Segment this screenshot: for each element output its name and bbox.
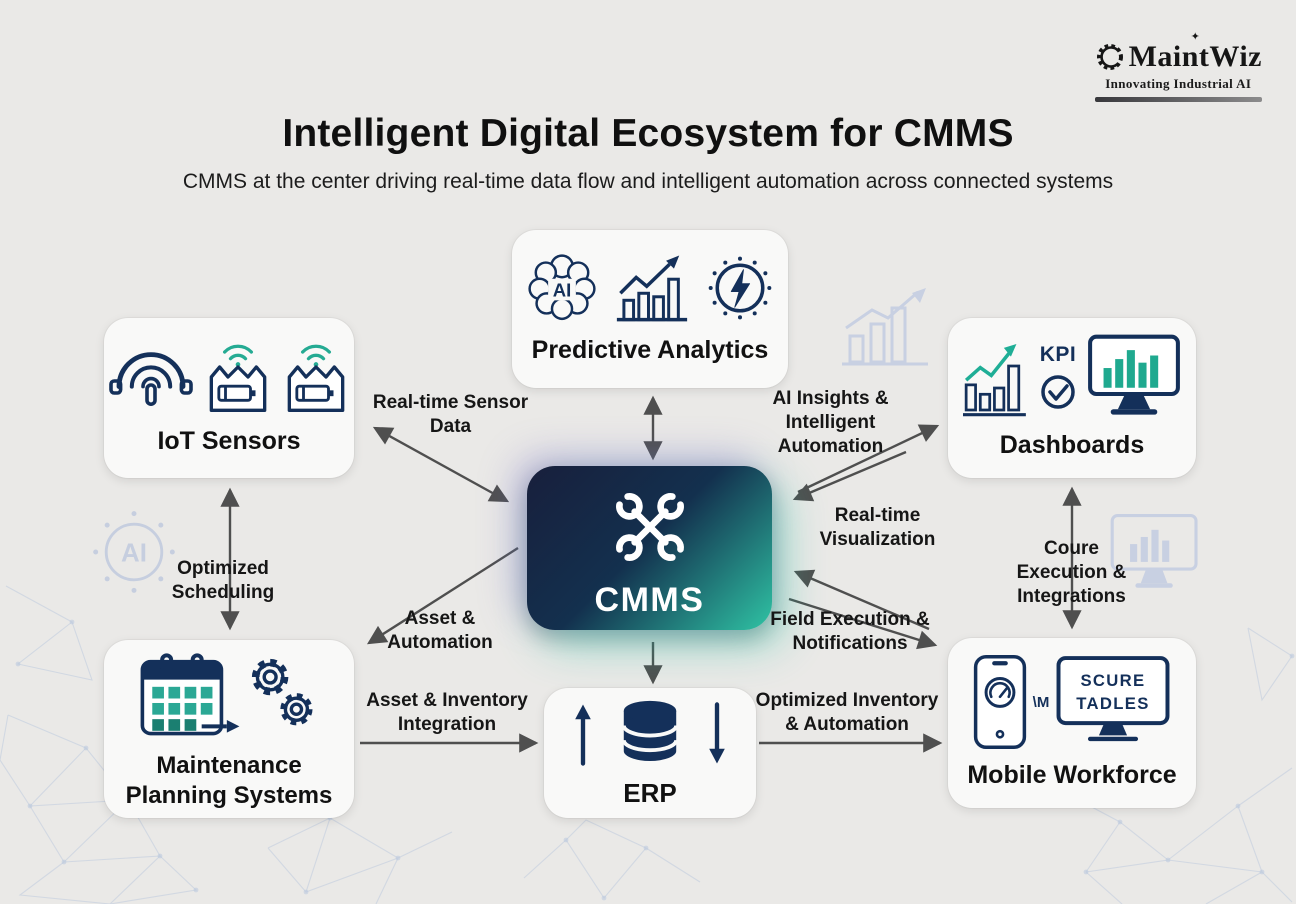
- monitor-watermark-icon: [1110, 514, 1198, 588]
- lightning-bolt-icon: [708, 257, 772, 320]
- wireless-sensor-icon: [109, 352, 193, 407]
- arrow-up-icon: [575, 704, 591, 766]
- edge-label-asset-automation: Asset & Automation: [387, 608, 493, 653]
- node-predictive-analytics: AI: [512, 230, 788, 388]
- kpi-text: KPI: [1039, 343, 1077, 367]
- trend-bar-chart-icon: [616, 255, 688, 322]
- arrow-down-icon: [709, 702, 725, 764]
- workorder-monitor-icon: SCURE TADLES: [1056, 656, 1170, 742]
- edge-label-real-time-visualization: Real-time Visualization: [819, 505, 936, 550]
- node-cmms: CMMS: [527, 466, 772, 630]
- node-label: IoT Sensors: [157, 427, 301, 456]
- screen-text-line2: TADLES: [1077, 694, 1150, 713]
- kpi-check-icon: KPI: [1039, 343, 1077, 411]
- ai-brain-icon: AI: [528, 254, 596, 321]
- edge-label-asset-inventory-integration: Asset & Inventory Integration: [366, 690, 528, 735]
- node-label: Maintenance Planning Systems: [125, 752, 333, 809]
- gears-icon: [251, 658, 313, 726]
- crossed-wrenches-icon: [615, 492, 684, 561]
- growth-chart-icon: [963, 344, 1026, 417]
- machine-sensor-icon: [209, 345, 267, 413]
- node-iot-sensors: IoT Sensors: [104, 318, 354, 478]
- ai-circle-watermark-icon: AI: [93, 511, 175, 593]
- cmms-label: CMMS: [594, 580, 705, 619]
- gear-icon: [1096, 44, 1123, 70]
- screen-text-line1: SCURE: [1081, 672, 1146, 691]
- page-title: Intelligent Digital Ecosystem for CMMS: [282, 112, 1014, 155]
- maintwiz-logo: MaintWiz ✦ Innovating Industrial AI: [1094, 31, 1262, 102]
- logo-underline-bar: [1094, 97, 1262, 102]
- sparkle-icon: ✦: [1190, 31, 1200, 43]
- machine-sensor-icon: [287, 345, 345, 413]
- edge-label-coure-execution-integrations: Coure Execution & Integrations: [1016, 538, 1127, 607]
- database-icon: [621, 700, 679, 761]
- node-label: Dashboards: [999, 431, 1145, 460]
- node-dashboards: KPI Dashboards: [948, 318, 1196, 478]
- node-erp: ERP: [544, 688, 756, 818]
- node-maintenance-planning: Maintenance Planning Systems: [104, 640, 354, 818]
- edge-label-ai-insights: AI Insights & Intelligent Automation: [772, 388, 889, 457]
- ai-text: AI: [553, 280, 572, 301]
- edge-label-optimized-inventory-automation: Optimized Inventory & Automation: [755, 690, 939, 735]
- logo-name: MaintWiz: [1128, 40, 1262, 73]
- edge-label-real-time-sensor-data: Real-time Sensor Data: [372, 392, 529, 437]
- page-subtitle: CMMS at the center driving real-time dat…: [182, 170, 1114, 193]
- ai-watermark-text: AI: [121, 540, 147, 568]
- node-label: Predictive Analytics: [531, 336, 769, 365]
- calendar-schedule-icon: [140, 653, 240, 736]
- node-label: Mobile Workforce: [967, 761, 1177, 790]
- node-mobile-workforce: \M SCURE TADLES Mobile Workforce: [948, 638, 1196, 808]
- node-label: ERP: [623, 777, 677, 808]
- dashboard-monitor-icon: [1088, 335, 1180, 415]
- bar-chart-watermark-icon: [842, 288, 928, 366]
- edge-label-optimized-scheduling: Optimized Scheduling: [171, 558, 275, 603]
- edge-label-field-execution-notifications: Field Execution & Notifications: [770, 609, 930, 654]
- logo-tagline: Innovating Industrial AI: [1105, 76, 1252, 91]
- smartphone-icon: [973, 655, 1026, 750]
- header: Intelligent Digital Ecosystem for CMMS C…: [0, 112, 1296, 194]
- phone-mark-text: \M: [1032, 693, 1050, 711]
